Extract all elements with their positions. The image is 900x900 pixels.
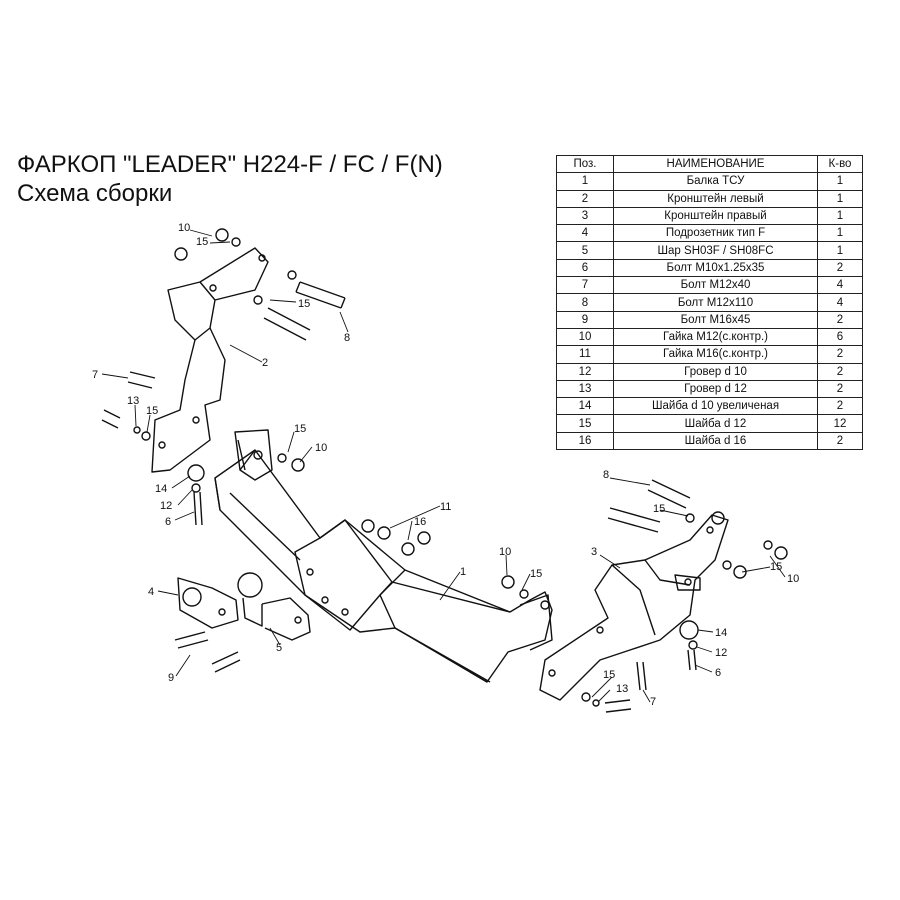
callout-label: 8 xyxy=(344,332,350,344)
callout-label: 7 xyxy=(92,369,98,381)
leader-lines xyxy=(101,229,786,703)
diagram-title: ФАРКОП "LEADER" H224-F / FC / F(N) xyxy=(17,151,443,178)
callout-label: 7 xyxy=(650,696,656,708)
row-quantity: 12 xyxy=(817,414,863,433)
callout-label: 11 xyxy=(440,501,451,513)
callout-label: 14 xyxy=(715,627,727,639)
nuts-and-washers xyxy=(133,228,788,707)
row-name: Подрозетник тип F xyxy=(613,224,818,243)
callout-label: 13 xyxy=(616,683,628,695)
socket-plate xyxy=(177,577,239,629)
callout-label: 1 xyxy=(460,566,466,578)
callout-label: 12 xyxy=(715,647,727,659)
row-name: Гайка М12(с.контр.) xyxy=(613,327,818,347)
callout-label: 8 xyxy=(603,469,609,481)
callout-label: 15 xyxy=(603,669,615,681)
right-bracket xyxy=(539,514,729,701)
callout-label: 15 xyxy=(653,503,665,515)
callout-label: 13 xyxy=(127,395,139,407)
row-position: 16 xyxy=(556,431,614,451)
left-bracket xyxy=(151,247,269,473)
tow-ball xyxy=(237,572,311,641)
callout-label: 15 xyxy=(530,568,542,580)
row-name: Шайба d 16 xyxy=(613,431,818,451)
row-name: Кронштейн левый xyxy=(613,189,818,208)
column-header-position: Поз. xyxy=(556,154,614,174)
towbar-beam xyxy=(214,429,553,683)
callout-label: 9 xyxy=(168,672,174,684)
row-name: Шар SH03F / SH08FC xyxy=(613,241,818,260)
callout-label: 2 xyxy=(262,357,268,369)
row-quantity: 1 xyxy=(817,241,863,260)
callout-label: 5 xyxy=(276,642,282,654)
callout-label: 10 xyxy=(499,546,511,558)
callout-label: 4 xyxy=(148,586,154,598)
row-name: Болт М10x1.25x35 xyxy=(613,258,818,278)
callout-label: 14 xyxy=(155,483,167,495)
callout-label: 12 xyxy=(160,500,172,512)
callout-label: 10 xyxy=(315,442,327,454)
callout-label: 15 xyxy=(146,405,158,417)
diagram-subtitle: Схема сборки xyxy=(17,180,173,207)
callout-label: 10 xyxy=(178,222,190,234)
callout-labels: 10 15 15 8 2 7 13 15 15 10 14 12 6 11 16… xyxy=(92,222,799,708)
callout-label: 6 xyxy=(715,667,721,679)
row-name: Шайба d 10 увеличеная xyxy=(613,397,818,416)
row-position: 13 xyxy=(556,379,614,399)
callout-label: 6 xyxy=(165,516,171,528)
bolts xyxy=(101,281,697,713)
callout-label: 15 xyxy=(294,423,306,435)
callout-label: 15 xyxy=(770,561,782,573)
row-name: Гровер d 12 xyxy=(613,379,818,399)
callout-label: 3 xyxy=(591,546,597,558)
table-header-row: Поз. НАИМЕНОВАНИЕ К-во xyxy=(556,154,863,174)
callout-label: 15 xyxy=(196,236,208,248)
callout-label: 15 xyxy=(298,298,310,310)
callout-label: 10 xyxy=(787,573,799,585)
row-quantity: 2 xyxy=(817,431,863,451)
callout-label: 16 xyxy=(414,516,426,528)
